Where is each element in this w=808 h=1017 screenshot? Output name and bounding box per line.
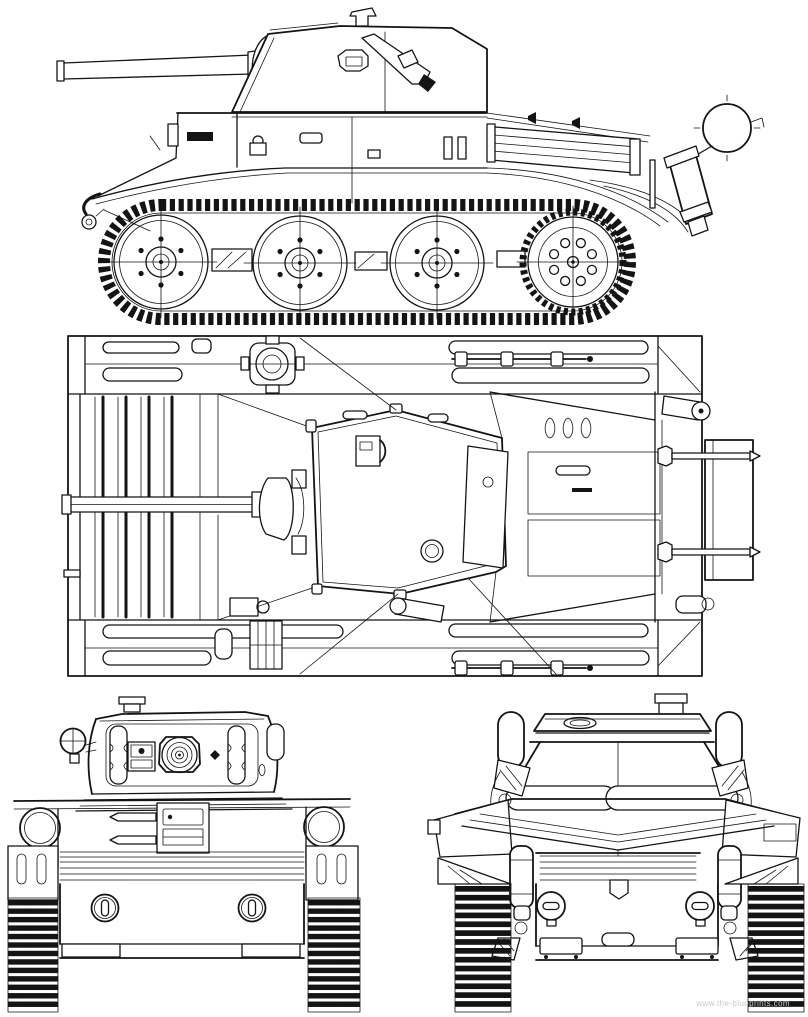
road-wheel [104, 205, 218, 319]
track-band-top [102, 335, 650, 394]
mantlet-plan [258, 477, 294, 541]
track-guard [7, 845, 59, 901]
track-band-bottom [102, 620, 650, 676]
driver-plate [156, 802, 210, 854]
fender-lamp [19, 807, 61, 849]
front-glacis-lines-layer [59, 851, 305, 881]
fender-lamp [303, 806, 345, 848]
smoke-discharger [490, 711, 531, 825]
track-guard [305, 845, 359, 901]
turret-front [59, 696, 293, 812]
towing-prong [109, 835, 157, 845]
vane-sight [349, 7, 377, 27]
rear-view [427, 693, 801, 961]
hull-side [81, 112, 697, 233]
rear-extension-box [657, 395, 761, 614]
rear-panel-lines-layer [539, 855, 697, 881]
turret-plan [305, 403, 509, 600]
tow-eye [90, 893, 120, 923]
smoke-discharger [711, 711, 752, 825]
suspension-links [211, 248, 526, 272]
tow-eye [237, 893, 267, 923]
smoke-launcher-cylinder [266, 723, 285, 761]
pistol-port [337, 49, 369, 72]
tow-eye [685, 891, 715, 927]
bolt-rod [657, 541, 761, 563]
tow-eye [536, 891, 566, 927]
gun-barrel-plan [61, 469, 307, 555]
top-view [61, 335, 761, 677]
front-view [7, 696, 359, 959]
side-view [56, 7, 765, 325]
lifting-eye [210, 750, 220, 760]
mg-port-box [127, 741, 156, 772]
wheel-layer [104, 205, 630, 320]
hull-front [7, 798, 359, 959]
center-shield-tab [609, 879, 629, 900]
air-cleaner-ball [702, 103, 752, 153]
cupola-stack [654, 693, 688, 704]
hull-rear [427, 798, 801, 961]
watermark: www.the-blueprints.com [696, 999, 790, 1008]
road-wheel [243, 206, 357, 320]
stowage-louvre-box [490, 126, 639, 174]
turret-roof-hatch [563, 716, 597, 730]
drive-sprocket [516, 205, 630, 319]
bolt-rod [657, 445, 761, 467]
track-column [454, 883, 512, 1013]
turret-side [231, 7, 488, 113]
headlamp [59, 727, 97, 764]
driver-periscope [240, 335, 305, 394]
turret-hatch-plan [420, 539, 444, 563]
towing-prong [109, 812, 157, 822]
track-texture-layer [7, 883, 805, 1013]
track-column [747, 883, 805, 1013]
track-brace [437, 857, 512, 885]
track-column [307, 897, 361, 1013]
tow-shackle [81, 214, 97, 230]
gun-barrel [56, 49, 263, 82]
track-brace [724, 857, 799, 885]
road-wheel [380, 206, 494, 320]
gun-mantlet-front [158, 736, 201, 774]
track-grille [249, 620, 283, 670]
turret-rear [490, 693, 752, 825]
track-column [7, 897, 59, 1013]
exhaust-assembly [649, 94, 765, 237]
rear-plate-handle [601, 932, 635, 947]
engine-deck-plan [299, 337, 663, 675]
